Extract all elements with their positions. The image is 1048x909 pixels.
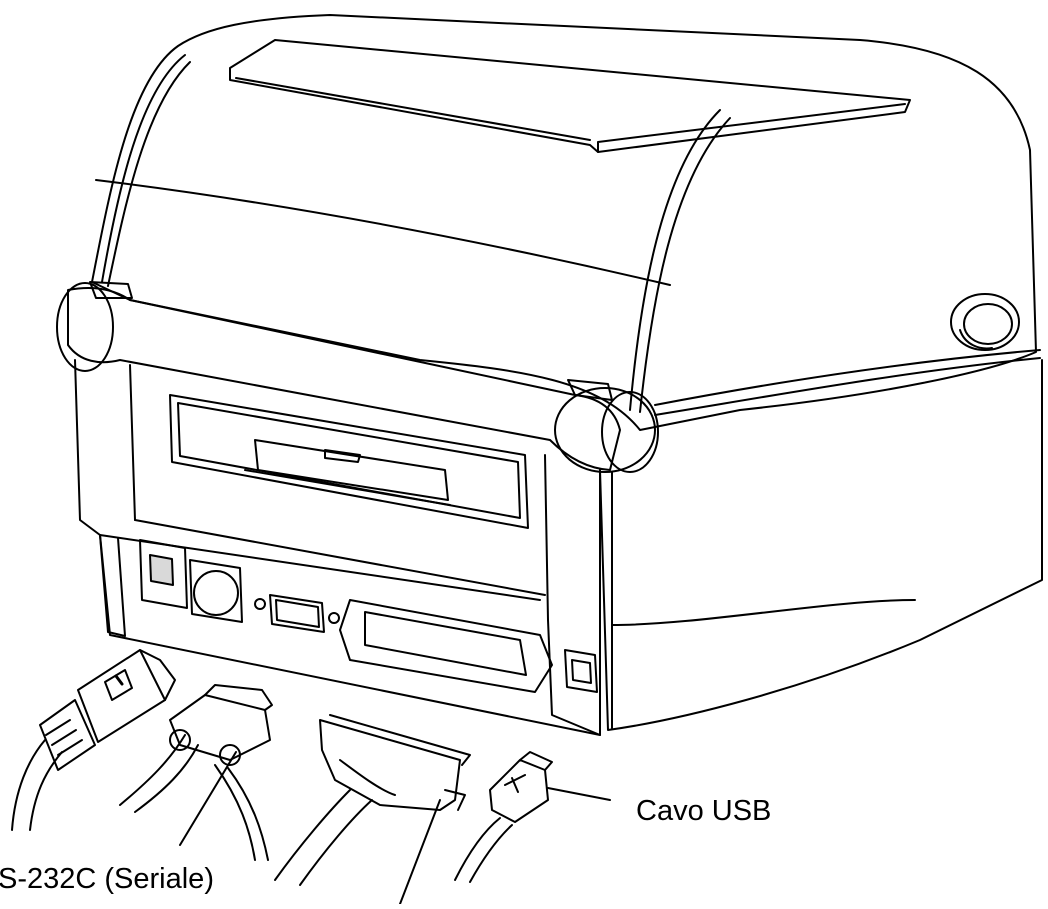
printer-top-cover <box>91 14 1037 431</box>
serial-cable-label: S-232C (Seriale) <box>0 863 214 895</box>
printer-hinge-bar <box>67 287 621 471</box>
usb-port <box>564 649 598 693</box>
serial-leader-line <box>179 751 237 846</box>
usb-cable <box>454 751 553 883</box>
serial-cable <box>119 684 273 861</box>
printer-lower-body <box>599 359 1043 731</box>
power-socket <box>189 559 243 623</box>
parallel-leader-line <box>399 799 441 905</box>
parallel-cable <box>274 714 471 886</box>
usb-leader-line <box>547 787 611 801</box>
lid-release-button <box>950 293 1020 351</box>
power-switch <box>139 539 188 609</box>
paper-slot <box>169 394 529 529</box>
printer-illustration <box>56 14 1043 736</box>
usb-cable-label: Cavo USB <box>636 795 772 827</box>
parallel-port <box>339 599 553 693</box>
serial-port <box>254 594 340 633</box>
power-cable <box>11 649 176 831</box>
printer-top-handle <box>229 39 911 153</box>
